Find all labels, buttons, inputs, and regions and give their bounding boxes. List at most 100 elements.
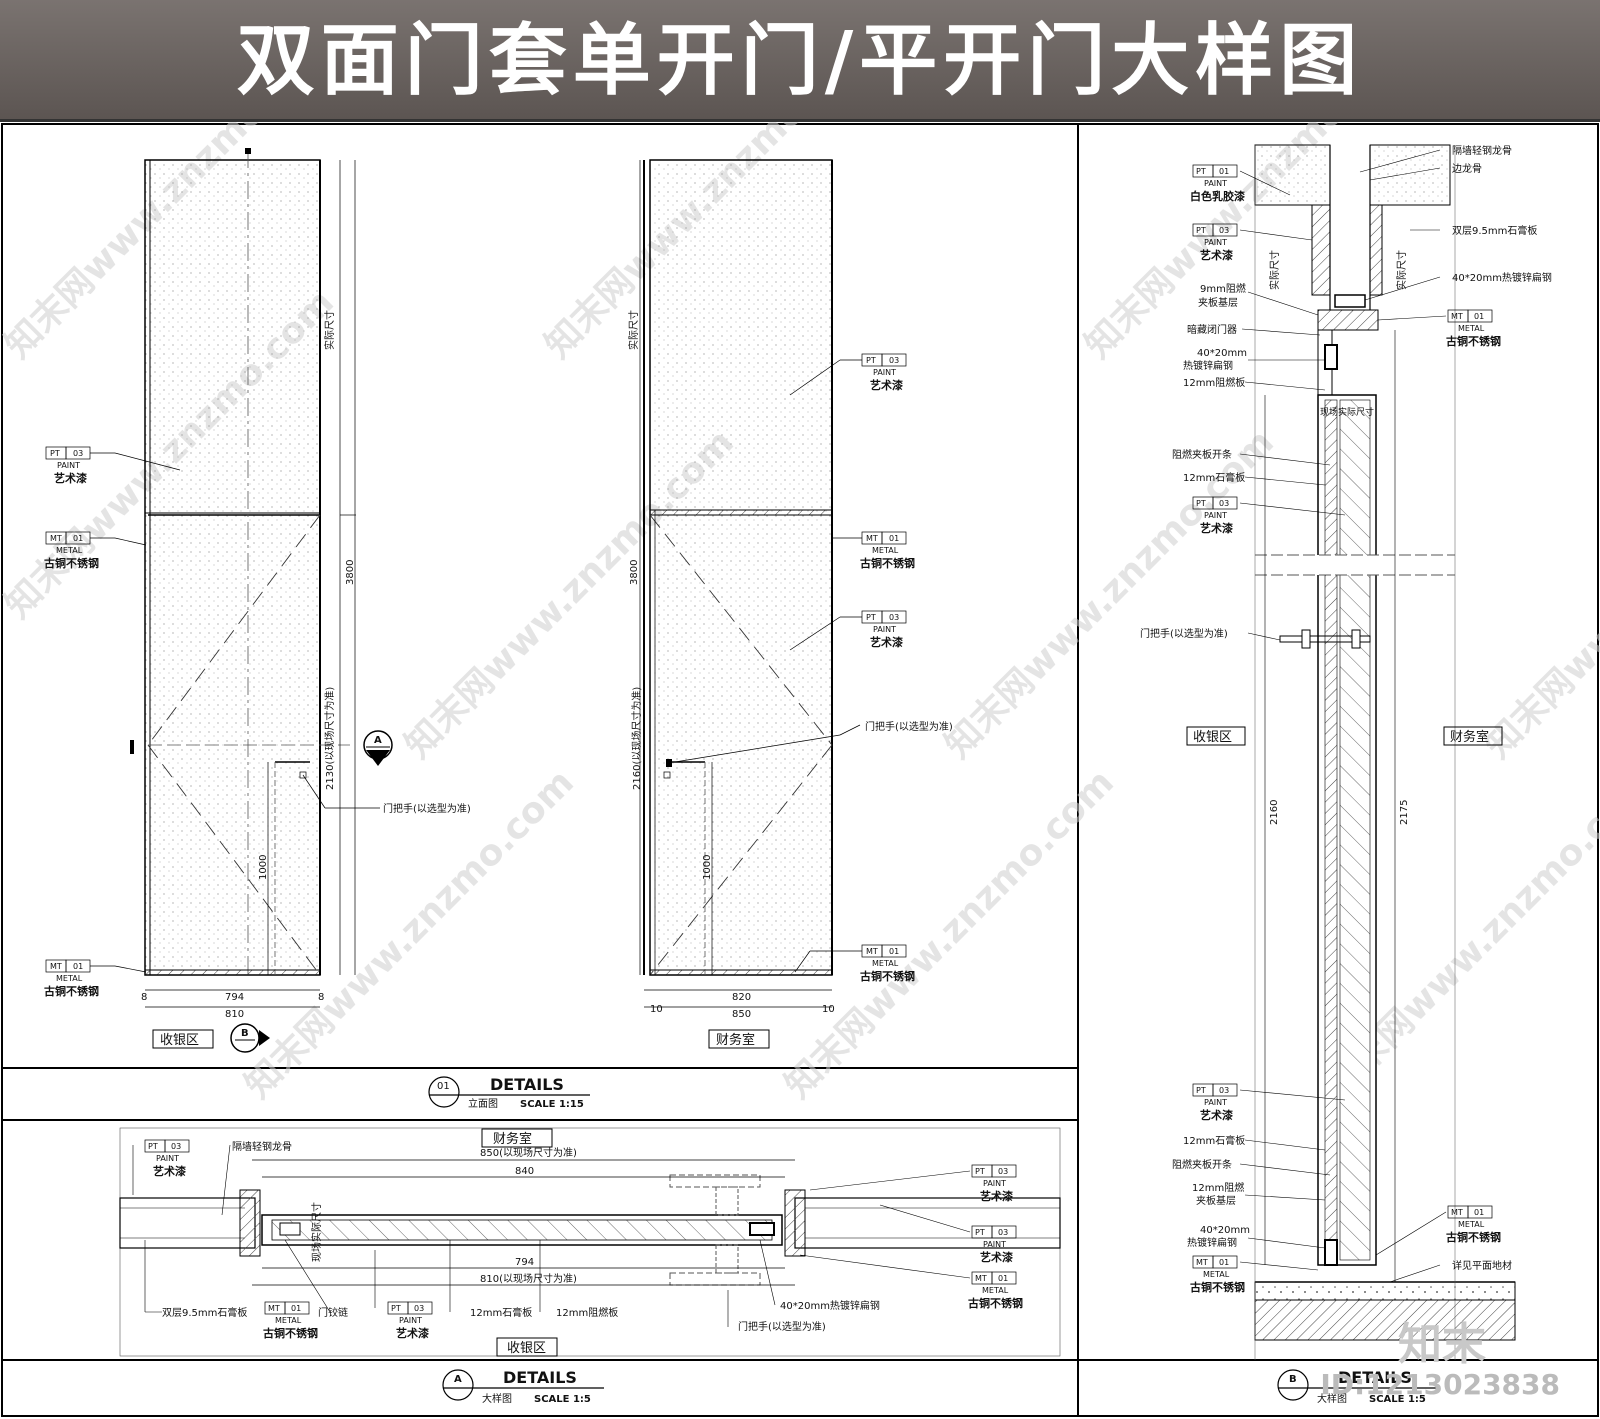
tag-pt03-plan-2: PT 03 PAINT 艺术漆 [374,1250,433,1340]
dim-door-height: 2130(以现场尺寸为准) [323,687,336,790]
dim-clear-width: 820 [732,992,751,1003]
svg-text:01: 01 [889,534,899,543]
svg-text:12mm阻燃板: 12mm阻燃板 [1183,376,1245,389]
svg-text:12mm阻燃: 12mm阻燃 [1192,1181,1244,1194]
note-hinge: 门铰链 [318,1306,348,1319]
svg-text:古铜不锈钢: 古铜不锈钢 [1446,334,1501,348]
svg-text:03: 03 [998,1167,1008,1176]
svg-text:SCALE 1:15: SCALE 1:15 [520,1099,584,1110]
svg-text:METAL: METAL [982,1286,1009,1295]
svg-text:DETAILS: DETAILS [503,1368,577,1387]
marker-a-label: A [374,735,382,746]
caption-section: B DETAILS 大样图 SCALE 1:5 [1277,1368,1440,1405]
svg-text:PT: PT [975,1167,985,1176]
dim-site: 现场实际尺寸 [1320,406,1374,418]
tag-pt01-section: PT 01 PAINT 白色乳胶漆 [1190,164,1291,203]
dim-actual-size: 实际尺寸 [627,310,640,350]
tag-mt01-plan-2: MT 01 METAL 古铜不锈钢 [799,1254,1023,1310]
svg-text:MT: MT [975,1274,987,1283]
svg-text:METAL: METAL [872,959,899,968]
svg-text:12mm石膏板: 12mm石膏板 [1183,471,1245,484]
svg-text:DETAILS: DETAILS [1338,1368,1412,1387]
room-label: 收银区 [160,1033,199,1048]
dim-total-width: 850 [732,1009,751,1020]
svg-text:PT: PT [1196,226,1206,235]
svg-text:METAL: METAL [275,1316,302,1325]
sheet-frames [1,123,1599,1417]
svg-text:METAL: METAL [1458,324,1485,333]
svg-text:MT: MT [866,947,878,956]
svg-text:PT: PT [148,1142,158,1151]
note-handle: 门把手(以选型为准) [865,720,953,733]
svg-text:DETAILS: DETAILS [490,1075,564,1094]
svg-text:古铜不锈钢: 古铜不锈钢 [860,969,915,983]
room-label-bottom: 收银区 [507,1341,546,1356]
svg-text:03: 03 [889,613,899,622]
dim-side: 8 [318,992,324,1003]
tag-mt01-section-3: MT 01 METAL 古铜不锈钢 [1190,1255,1319,1294]
svg-text:PT: PT [1196,167,1206,176]
svg-text:PT: PT [1196,499,1206,508]
svg-text:03: 03 [1219,499,1229,508]
room-label: 财务室 [716,1032,755,1048]
svg-text:A: A [454,1374,462,1385]
svg-text:PAINT: PAINT [873,625,896,634]
svg-text:立面图: 立面图 [468,1097,498,1110]
caption-plan: A DETAILS 大样图 SCALE 1:5 [442,1368,604,1405]
elevation-right: 实际尺寸 3800 2160(以现场尺寸为准) 1000 820 850 10 … [627,159,953,1049]
svg-text:PT: PT [866,613,876,622]
dim-actual-size: 实际尺寸 [323,310,336,350]
svg-text:03: 03 [414,1304,424,1313]
svg-text:古铜不锈钢: 古铜不锈钢 [44,556,99,570]
svg-text:古铜不锈钢: 古铜不锈钢 [968,1296,1023,1310]
svg-text:艺术漆: 艺术漆 [870,378,903,392]
svg-text:METAL: METAL [872,546,899,555]
image-id: ID:1213023838 [1320,1368,1560,1401]
svg-text:艺术漆: 艺术漆 [1200,1108,1233,1122]
tag-pt03-plan-1: PT 03 PAINT 艺术漆 [132,1139,190,1195]
tag-mt01-plan-1: MT 01 METAL 古铜不锈钢 [263,1301,318,1340]
svg-text:PAINT: PAINT [156,1154,179,1163]
svg-text:门把手(以选型为准): 门把手(以选型为准) [1140,627,1228,640]
svg-text:METAL: METAL [56,546,83,555]
svg-text:9mm阻燃: 9mm阻燃 [1200,282,1246,295]
svg-text:METAL: METAL [1458,1220,1485,1229]
svg-text:热镀锌扁钢: 热镀锌扁钢 [1187,1236,1237,1249]
dim-height: 3800 [629,560,640,585]
svg-text:暗藏闭门器: 暗藏闭门器 [1187,323,1237,336]
svg-text:艺术漆: 艺术漆 [870,635,903,649]
svg-text:03: 03 [889,356,899,365]
svg-text:PAINT: PAINT [873,368,896,377]
svg-text:PAINT: PAINT [1204,511,1227,520]
svg-text:古铜不锈钢: 古铜不锈钢 [44,984,99,998]
svg-text:40*20mm: 40*20mm [1200,1225,1250,1236]
dim-810: 810(以现场尺寸为准) [480,1272,577,1285]
dim-height: 3800 [345,560,356,585]
tag-pt03-right-2: PT 03 PAINT 艺术漆 [789,610,907,651]
svg-text:METAL: METAL [56,974,83,983]
svg-text:01: 01 [291,1304,301,1313]
svg-text:03: 03 [998,1228,1008,1237]
svg-text:夹板基层: 夹板基层 [1196,1194,1236,1207]
svg-text:01: 01 [73,962,83,971]
elevation-left: 实际尺寸 3800 2130(以现场尺寸为准) 1000 794 810 8 8… [130,148,471,1053]
note-handle: 门把手(以选型为准) [738,1320,826,1333]
svg-text:01: 01 [1219,167,1229,176]
svg-text:01: 01 [1474,1208,1484,1217]
svg-text:PAINT: PAINT [399,1316,422,1325]
dim-840: 840 [515,1166,534,1177]
svg-text:大样图: 大样图 [482,1392,512,1405]
room-label-top: 财务室 [493,1131,532,1147]
svg-text:MT: MT [1196,1258,1208,1267]
svg-text:阻燃夹板开条: 阻燃夹板开条 [1172,448,1232,461]
dim-site-actual: 现场实际尺寸 [310,1202,323,1262]
svg-text:古铜不锈钢: 古铜不锈钢 [1446,1230,1501,1244]
svg-text:PT: PT [866,356,876,365]
note-floor: 详见平面地材 [1452,1259,1512,1272]
svg-text:艺术漆: 艺术漆 [1200,248,1233,262]
svg-text:SCALE 1:5: SCALE 1:5 [1369,1394,1426,1405]
dim-2175: 2175 [1399,800,1410,825]
tag-mt01-right-1: MT 01 METAL 古铜不锈钢 [832,531,915,570]
svg-text:艺术漆: 艺术漆 [1200,521,1233,535]
note-edge-stud: 边龙骨 [1452,162,1482,175]
